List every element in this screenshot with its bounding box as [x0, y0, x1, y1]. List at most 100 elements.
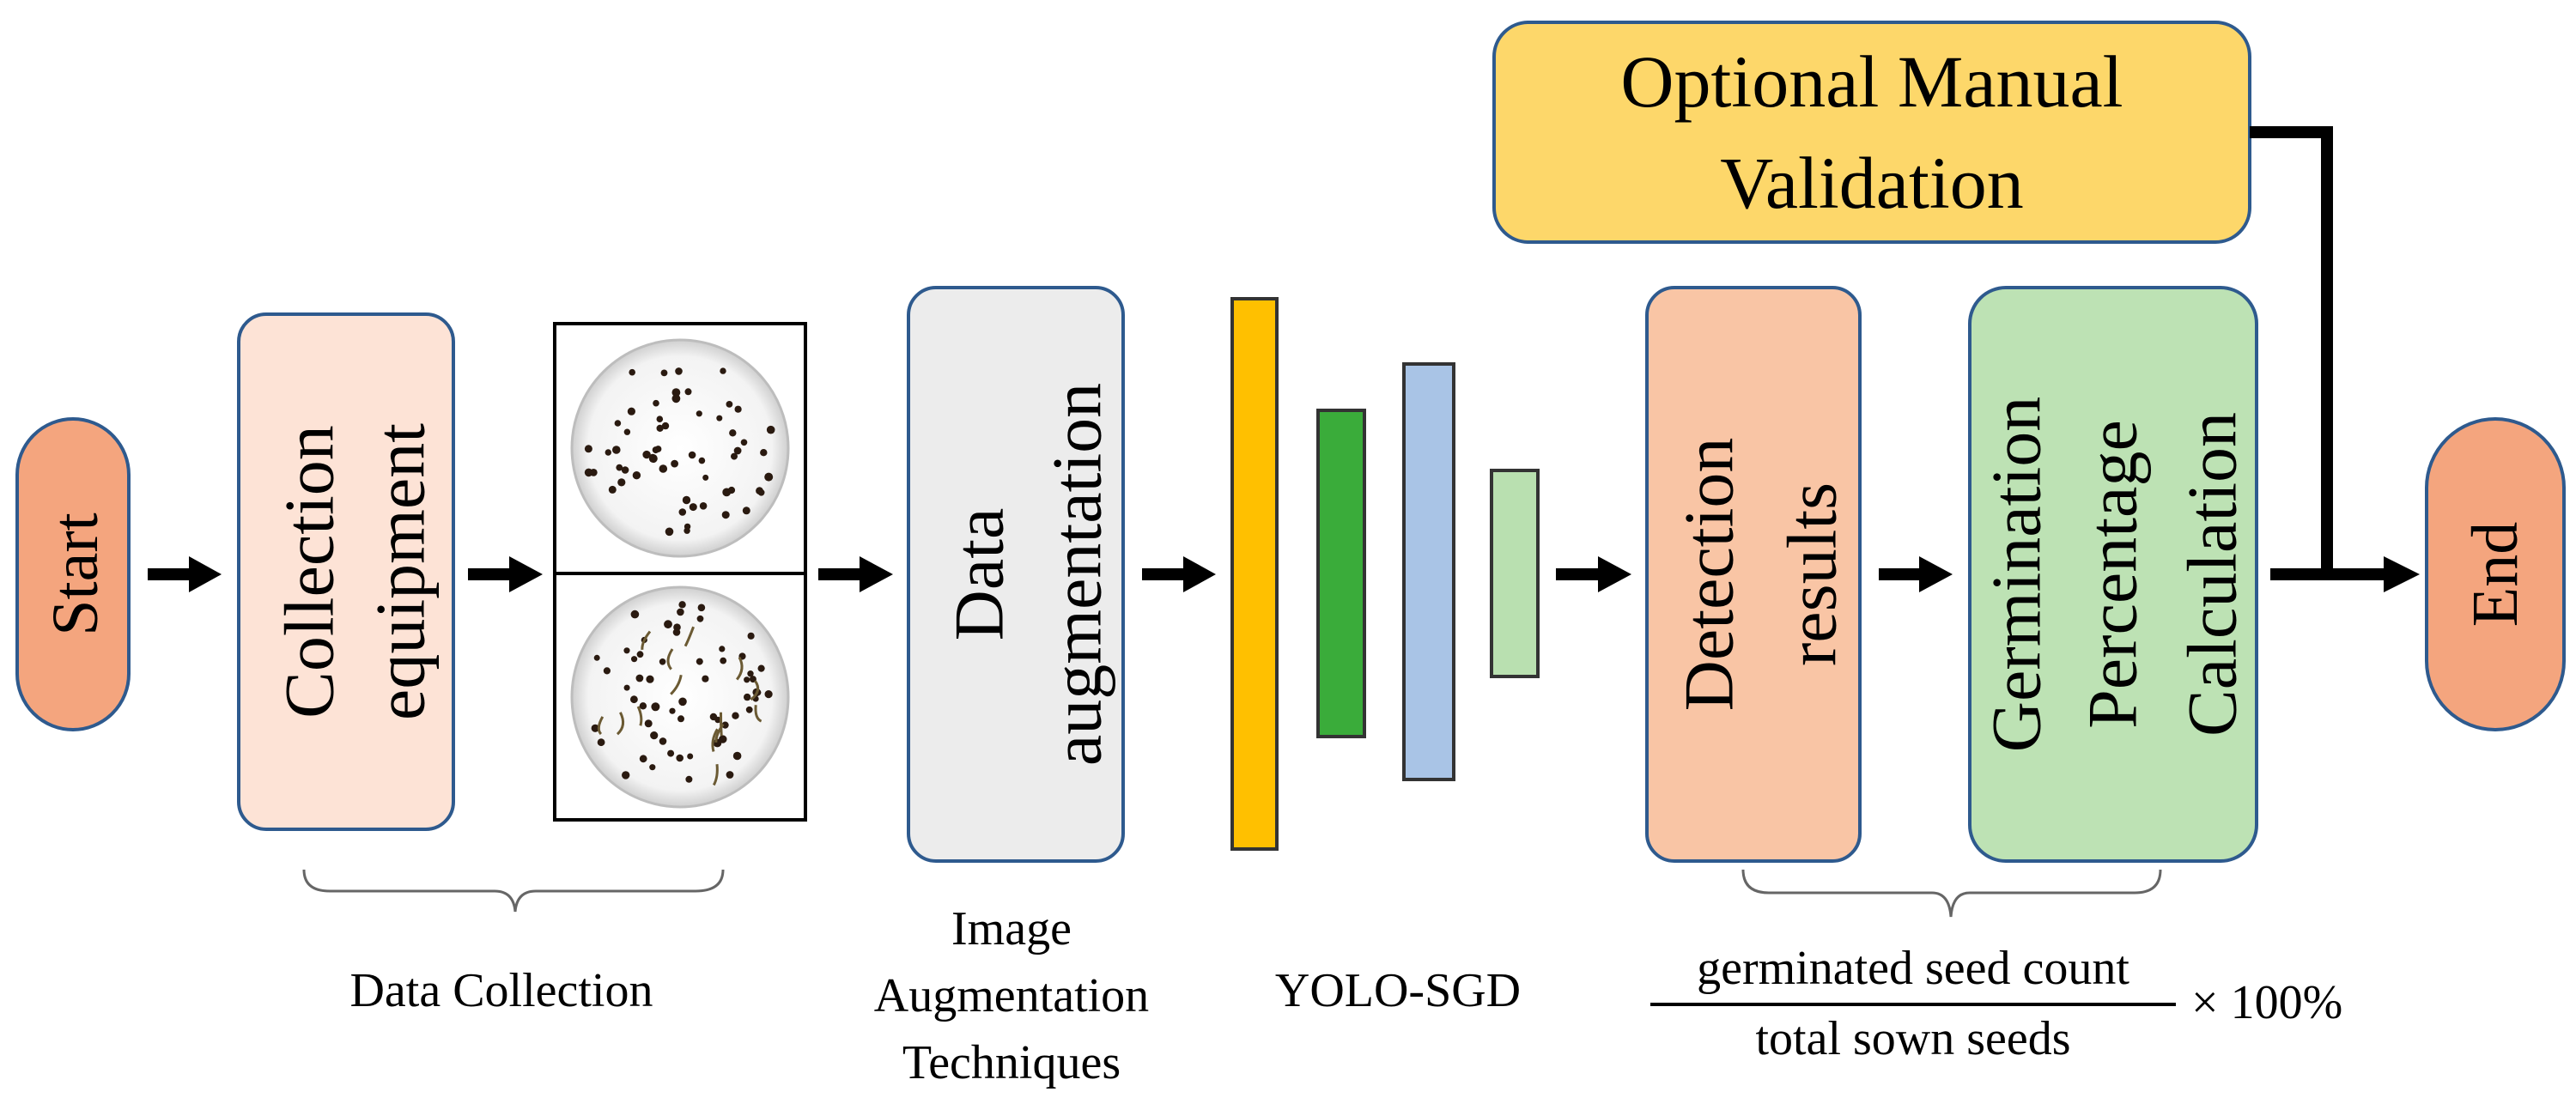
seed-dot: [747, 632, 755, 640]
detection-label-line2: results: [1773, 482, 1851, 666]
seed-dot: [621, 466, 629, 474]
seed-dot: [622, 771, 630, 779]
collection-equipment-shape: [237, 312, 455, 831]
seed-dot: [652, 446, 659, 454]
seed-dot: [649, 764, 656, 771]
sprout-line: [712, 764, 719, 786]
seed-dot: [764, 472, 774, 482]
seed-dot: [734, 405, 742, 413]
seed-dot: [603, 667, 611, 675]
end-label: End: [2459, 522, 2531, 627]
seed-dot: [696, 658, 703, 665]
seed-dot: [639, 755, 647, 763]
seed-dot: [656, 415, 664, 423]
seed-dot: [623, 684, 630, 691]
seed-dot: [676, 754, 683, 762]
germination-formula: germinated seed count total sown seeds ×…: [1650, 942, 2342, 1065]
seed-dot: [696, 410, 702, 417]
seed-dot: [757, 488, 765, 496]
optional-manual-validation-node: Optional Manual Validation: [1492, 21, 2251, 244]
sprout-line: [754, 705, 762, 723]
seed-dot: [760, 449, 768, 457]
detection-label-line1: Detection: [1670, 438, 1748, 712]
seed-dot: [744, 676, 750, 683]
seed-dot: [617, 478, 626, 487]
formula-suffix: × 100%: [2191, 976, 2342, 1029]
yolo-layer-2: [1316, 409, 1366, 738]
seed-dot: [616, 464, 623, 471]
seed-dot: [659, 658, 666, 665]
seed-dot: [720, 367, 726, 374]
detection-results-shape: [1645, 286, 1862, 863]
arrow-yolo-to-detection: [1556, 556, 1631, 592]
seed-dot: [651, 702, 660, 712]
seed-dot: [608, 485, 617, 494]
seed-dot: [584, 445, 592, 453]
yolo-sgd-network: [1230, 297, 1540, 851]
detection-results-node: Detection results: [1645, 286, 1862, 863]
seed-dot: [678, 697, 687, 707]
seed-dot: [584, 468, 593, 477]
seed-dot: [731, 452, 738, 460]
seed-dot: [646, 675, 654, 683]
seed-dot: [757, 664, 765, 672]
seed-dot: [639, 702, 647, 710]
germination-label-line3: Calculation: [2173, 412, 2251, 737]
yolo-layer-1: [1230, 297, 1279, 851]
seed-dot: [684, 388, 692, 396]
seed-dot: [671, 459, 678, 468]
seed-dot: [591, 724, 599, 732]
petri-dish-image-bottom: [570, 585, 790, 809]
seed-dot: [636, 651, 644, 658]
sprout-line: [711, 728, 719, 752]
seed-dot: [742, 506, 750, 515]
collection-label-line2: equipment: [361, 423, 440, 720]
seed-dot: [612, 446, 621, 454]
seed-dot: [721, 511, 730, 519]
validation-label-line2: Validation: [1720, 142, 2024, 224]
seed-dot: [673, 623, 681, 631]
petri-dish-image-top: [570, 338, 790, 558]
germination-calculation-shape: [1968, 286, 2258, 863]
seed-dot: [623, 647, 630, 654]
seed-dot: [697, 604, 706, 612]
seed-dot: [720, 657, 727, 664]
germination-label-line1: Germination: [1978, 397, 2056, 752]
data-collection-label: Data Collection: [349, 964, 653, 1017]
yolo-sgd-label: YOLO-SGD: [1275, 964, 1521, 1017]
seed-dot: [627, 407, 636, 415]
seed-dot: [669, 707, 676, 714]
seed-dot: [702, 675, 709, 682]
seed-dot: [727, 486, 736, 494]
augmentation-label-line2: augmentation: [1038, 383, 1116, 766]
seed-dot: [683, 527, 690, 534]
seed-dot: [682, 495, 691, 505]
seed-dot: [605, 449, 611, 456]
sprout-line: [719, 712, 723, 737]
formula-numerator: germinated seed count: [1697, 942, 2129, 995]
seed-dot: [719, 646, 726, 652]
yolo-layer-4: [1490, 469, 1540, 678]
seed-dot: [650, 731, 659, 740]
start-shape: [15, 417, 131, 731]
seed-dot: [644, 719, 653, 728]
seed-dot: [716, 415, 723, 422]
seed-dot: [648, 454, 658, 464]
sprout-line: [636, 706, 643, 726]
seed-dot: [642, 450, 651, 459]
yolo-layer-3: [1402, 362, 1455, 781]
seed-dot: [678, 508, 687, 516]
data-augmentation-shape: [907, 286, 1125, 863]
collection-label-line1: Collection: [270, 425, 349, 719]
seed-dot: [629, 368, 635, 376]
sprout-line: [714, 723, 725, 743]
seed-dot: [696, 615, 704, 622]
seed-dot: [702, 474, 709, 481]
arrow-images-to-augmentation: [818, 556, 893, 592]
seed-dot: [749, 676, 756, 683]
start-node: Start: [15, 417, 131, 731]
seed-dot: [726, 401, 733, 408]
sprout-line: [666, 648, 674, 670]
germination-label-line2: Percentage: [2074, 420, 2152, 729]
